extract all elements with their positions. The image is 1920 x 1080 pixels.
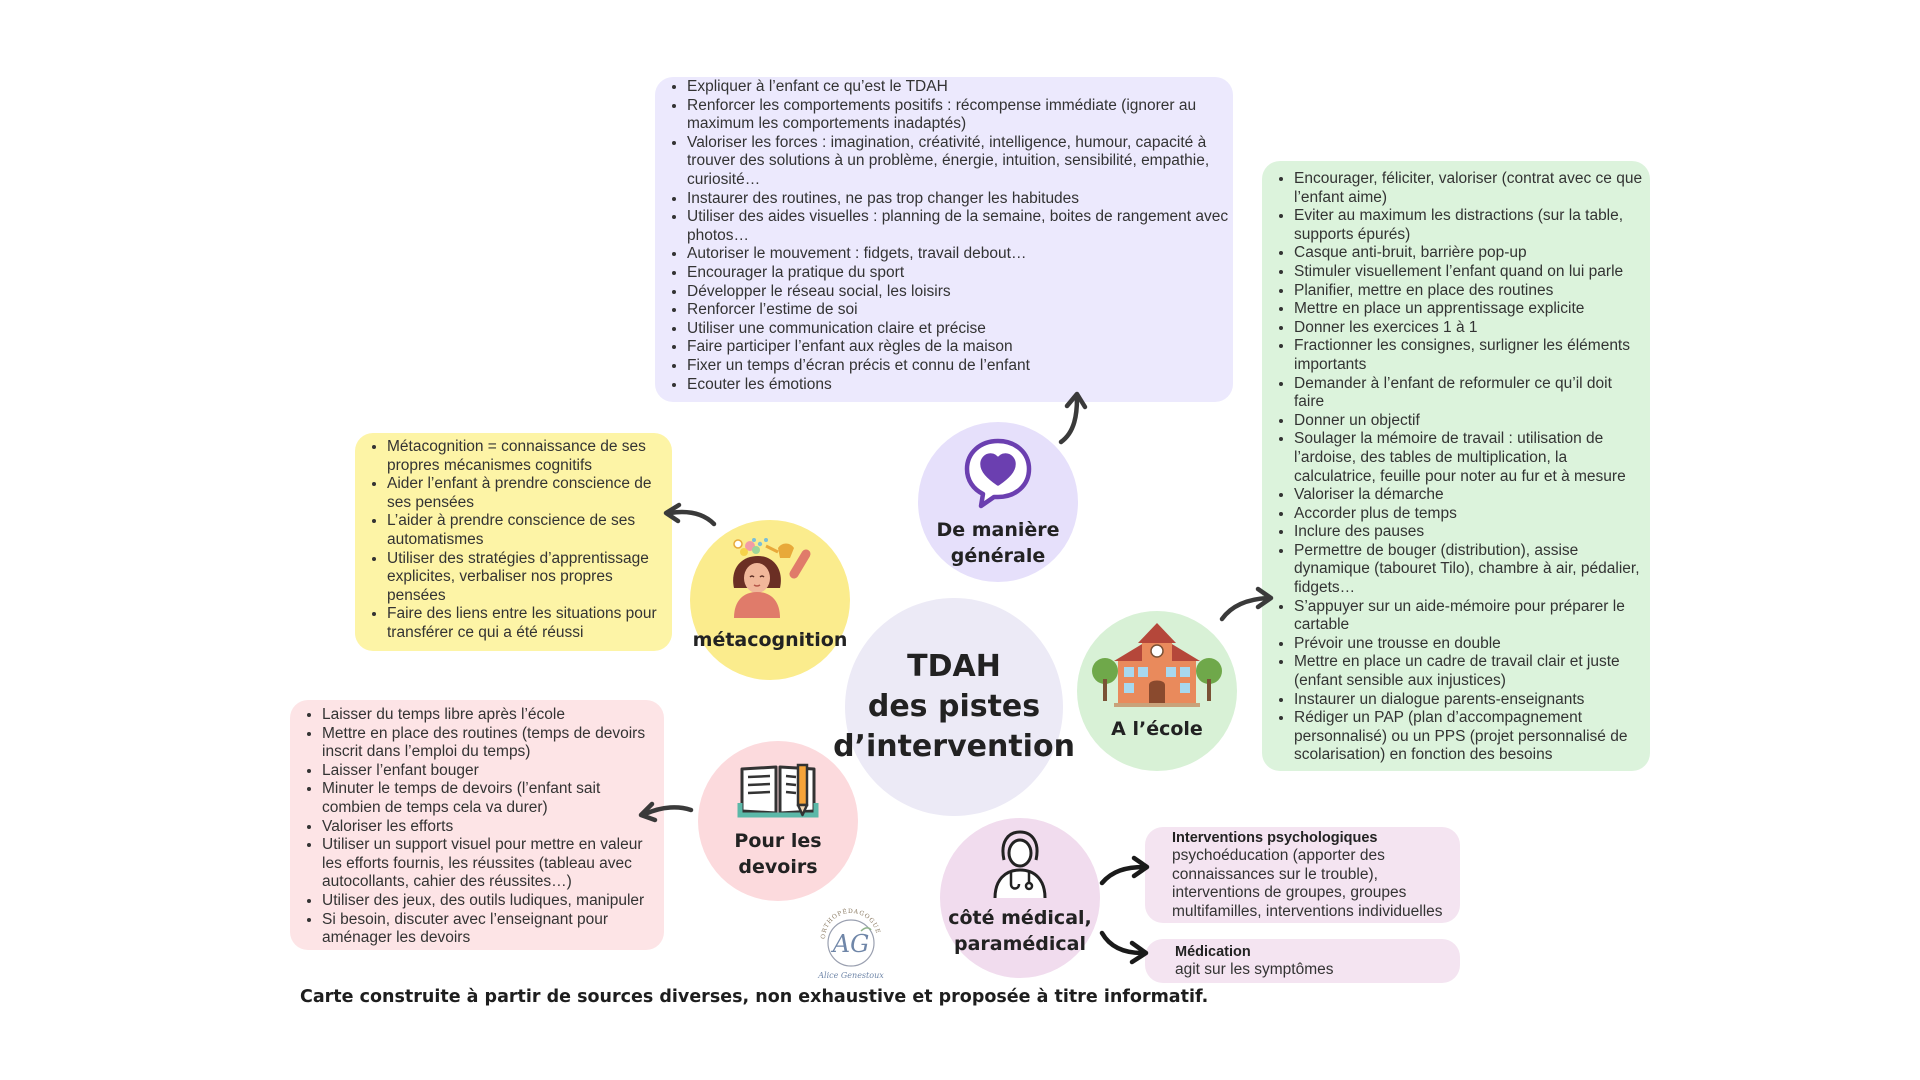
list-item: Valoriser les efforts bbox=[322, 818, 660, 837]
author-logo: ORTHOPÉDAGOGUE AG Alice Genestoux bbox=[815, 905, 887, 985]
list-item: Minuter le temps de devoirs (l’enfant sa… bbox=[322, 780, 660, 817]
woman-watering-head-icon bbox=[720, 530, 820, 623]
list-item: Métacognition = connaissance de ses prop… bbox=[387, 438, 668, 475]
psy-title: Interventions psychologiques bbox=[1172, 830, 1378, 846]
medication-box: Médication agit sur les symptômes bbox=[1145, 939, 1460, 983]
list-item: Utiliser des stratégies d’apprentissage … bbox=[387, 550, 668, 606]
list-item: Accorder plus de temps bbox=[1294, 505, 1644, 524]
list-item: Prévoir une trousse en double bbox=[1294, 635, 1644, 654]
arrow-to-devoirs bbox=[638, 801, 694, 823]
arrow-to-ecole bbox=[1219, 586, 1274, 622]
branch-circle-generale: De manière générale bbox=[918, 422, 1078, 582]
branch-circle-medical: côté médical, paramédical bbox=[940, 818, 1100, 978]
list-item: S’appuyer sur un aide-mémoire pour prépa… bbox=[1294, 598, 1644, 635]
list-item: Mettre en place des routines (temps de d… bbox=[322, 725, 660, 762]
arrow-to-metacognition bbox=[663, 502, 717, 527]
list-item: Utiliser une communication claire et pré… bbox=[687, 320, 1231, 339]
center-title-line1: TDAH bbox=[907, 649, 1001, 684]
list-item: Valoriser les forces : imagination, créa… bbox=[687, 134, 1231, 190]
list-ecole: Encourager, féliciter, valoriser (contra… bbox=[1262, 170, 1644, 765]
list-item: Eviter au maximum les distractions (sur … bbox=[1294, 207, 1644, 244]
list-item: Casque anti-bruit, barrière pop-up bbox=[1294, 244, 1644, 263]
list-item: Faire des liens entre les situations pou… bbox=[387, 605, 668, 642]
list-item: Fixer un temps d’écran précis et connu d… bbox=[687, 357, 1231, 376]
list-item: Planifier, mettre en place des routines bbox=[1294, 282, 1644, 301]
branch-label-metacognition: métacognition bbox=[692, 629, 848, 651]
school-building-icon bbox=[1092, 619, 1222, 714]
list-item: Encourager, féliciter, valoriser (contra… bbox=[1294, 170, 1644, 207]
list-item: Développer le réseau social, les loisirs bbox=[687, 283, 1231, 302]
list-item: Donner un objectif bbox=[1294, 412, 1644, 431]
branch-label-devoirs: Pour les devoirs bbox=[734, 830, 822, 878]
book-and-pencil-icon bbox=[736, 759, 820, 826]
list-item: Renforcer l’estime de soi bbox=[687, 301, 1231, 320]
branch-circle-ecole: A l’école bbox=[1077, 611, 1237, 771]
heart-speech-bubble-icon bbox=[961, 436, 1035, 515]
list-item: Utiliser des aides visuelles : planning … bbox=[687, 208, 1231, 245]
footer-disclaimer: Carte construite à partir de sources div… bbox=[300, 987, 1209, 1007]
list-item: Instaurer un dialogue parents-enseignant… bbox=[1294, 691, 1644, 710]
list-box-metacognition: Métacognition = connaissance de ses prop… bbox=[355, 433, 672, 651]
branch-circle-devoirs: Pour les devoirs bbox=[698, 741, 858, 901]
list-item: Mettre en place un cadre de travail clai… bbox=[1294, 653, 1644, 690]
list-item: Valoriser la démarche bbox=[1294, 486, 1644, 505]
list-item: Utiliser des jeux, des outils ludiques, … bbox=[322, 892, 660, 911]
list-item: Renforcer les comportements positifs : r… bbox=[687, 97, 1231, 134]
list-item: Donner les exercices 1 à 1 bbox=[1294, 319, 1644, 338]
medication-text: agit sur les symptômes bbox=[1175, 961, 1334, 978]
center-title-line3: d’intervention bbox=[833, 729, 1075, 764]
doctor-icon bbox=[987, 828, 1053, 905]
list-item: L’aider à prendre conscience de ses auto… bbox=[387, 512, 668, 549]
arrow-to-generale bbox=[1058, 391, 1088, 445]
list-generale: Expliquer à l’enfant ce qu’est le TDAH R… bbox=[655, 78, 1231, 394]
list-item: Laisser l’enfant bouger bbox=[322, 762, 660, 781]
logo-signature: Alice Genestoux bbox=[818, 971, 884, 980]
list-box-generale: Expliquer à l’enfant ce qu’est le TDAH R… bbox=[655, 77, 1233, 402]
list-item: Rédiger un PAP (plan d’accompagnement pe… bbox=[1294, 709, 1644, 765]
logo-monogram: AG bbox=[831, 930, 870, 958]
branch-circle-metacognition: métacognition bbox=[690, 520, 850, 680]
list-item: Mettre en place un apprentissage explici… bbox=[1294, 300, 1644, 319]
list-item: Instaurer des routines, ne pas trop chan… bbox=[687, 190, 1231, 209]
list-item: Stimuler visuellement l’enfant quand on … bbox=[1294, 263, 1644, 282]
branch-label-medical: côté médical, paramédical bbox=[948, 907, 1092, 955]
list-item: Faire participer l’enfant aux règles de … bbox=[687, 338, 1231, 357]
list-item: Fractionner les consignes, surligner les… bbox=[1294, 337, 1644, 374]
list-item: Autoriser le mouvement : fidgets, travai… bbox=[687, 245, 1231, 264]
list-item: Si besoin, discuter avec l’enseignant po… bbox=[322, 911, 660, 948]
list-devoirs: Laisser du temps libre après l’école Met… bbox=[290, 706, 660, 948]
psy-box: Interventions psychologiques psychoéduca… bbox=[1145, 827, 1460, 923]
list-item: Aider l’enfant à prendre conscience de s… bbox=[387, 475, 668, 512]
list-item: Utiliser un support visuel pour mettre e… bbox=[322, 836, 660, 892]
center-circle: TDAH des pistes d’intervention bbox=[833, 598, 1075, 816]
list-item: Soulager la mémoire de travail : utilisa… bbox=[1294, 430, 1644, 486]
medication-title: Médication bbox=[1175, 944, 1251, 960]
arrow-to-psy bbox=[1099, 855, 1150, 886]
list-item: Demander à l’enfant de reformuler ce qu’… bbox=[1294, 375, 1644, 412]
list-item: Expliquer à l’enfant ce qu’est le TDAH bbox=[687, 78, 1231, 97]
list-item: Laisser du temps libre après l’école bbox=[322, 706, 660, 725]
list-item: Ecouter les émotions bbox=[687, 376, 1231, 395]
list-item: Inclure des pauses bbox=[1294, 523, 1644, 542]
psy-text: psychoéducation (apporter des connaissan… bbox=[1172, 847, 1443, 920]
center-title-line2: des pistes bbox=[867, 689, 1041, 724]
list-metacognition: Métacognition = connaissance de ses prop… bbox=[355, 438, 668, 643]
branch-label-generale: De manière générale bbox=[936, 519, 1060, 567]
branch-label-ecole: A l’école bbox=[1111, 718, 1203, 740]
list-box-devoirs: Laisser du temps libre après l’école Met… bbox=[290, 700, 664, 950]
list-item: Permettre de bouger (distribution), assi… bbox=[1294, 542, 1644, 598]
list-item: Encourager la pratique du sport bbox=[687, 264, 1231, 283]
arrow-to-medication bbox=[1099, 930, 1149, 965]
list-box-ecole: Encourager, féliciter, valoriser (contra… bbox=[1262, 161, 1650, 771]
